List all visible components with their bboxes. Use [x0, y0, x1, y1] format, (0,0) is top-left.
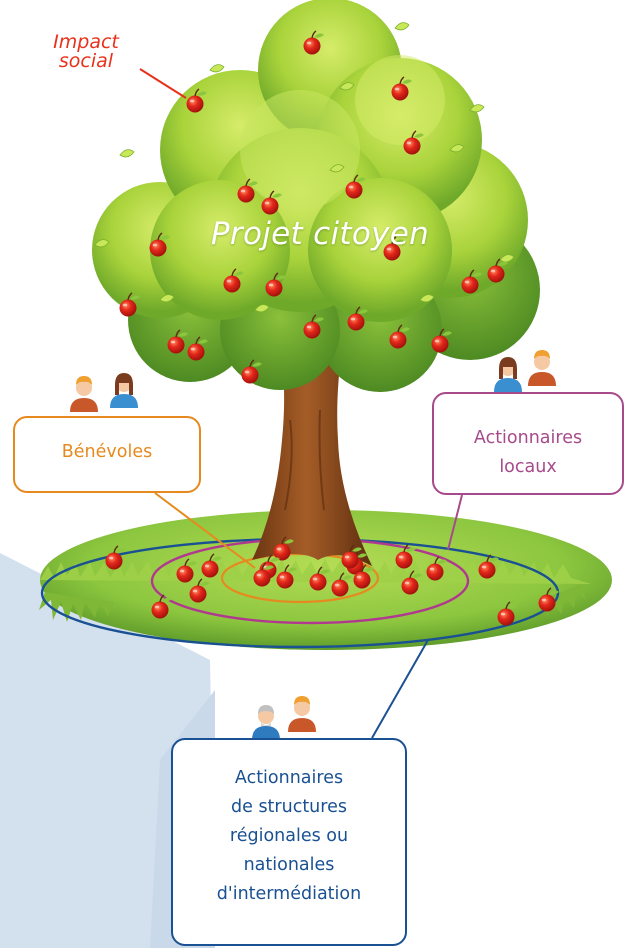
impact-pointer: [139, 68, 187, 99]
avatars-benevoles: [70, 373, 138, 412]
label-box-benevoles: Bénévoles: [13, 416, 201, 493]
connector-locaux: [447, 494, 463, 551]
regionales-label-line: nationales: [243, 855, 335, 875]
regionales-label-line: d'intermédiation: [216, 884, 362, 904]
regionales-label-line: Actionnaires: [234, 768, 344, 788]
regionales-label-line: de structures: [231, 797, 347, 817]
locaux-label-line: locaux: [499, 457, 557, 477]
connector-regionales: [371, 639, 429, 739]
benevoles-label: Bénévoles: [61, 442, 153, 462]
label-box-actionnaires-locaux: Actionnaires locaux: [432, 392, 624, 495]
impact-social-label: Impact social: [26, 33, 146, 71]
impact-label-line: Impact: [53, 31, 119, 53]
avatars-regionales: [252, 696, 316, 740]
tree-foliage: [92, 0, 540, 392]
avatars-locaux: [494, 350, 556, 392]
label-box-actionnaires-regionales: Actionnaires de structures régionales ou…: [171, 738, 407, 946]
impact-label-line: social: [58, 50, 114, 72]
connector-benevoles: [154, 492, 256, 569]
locaux-label-line: Actionnaires: [473, 428, 583, 448]
regionales-label-line: régionales ou: [229, 826, 349, 846]
tree-title: Projet citoyen: [210, 216, 430, 252]
